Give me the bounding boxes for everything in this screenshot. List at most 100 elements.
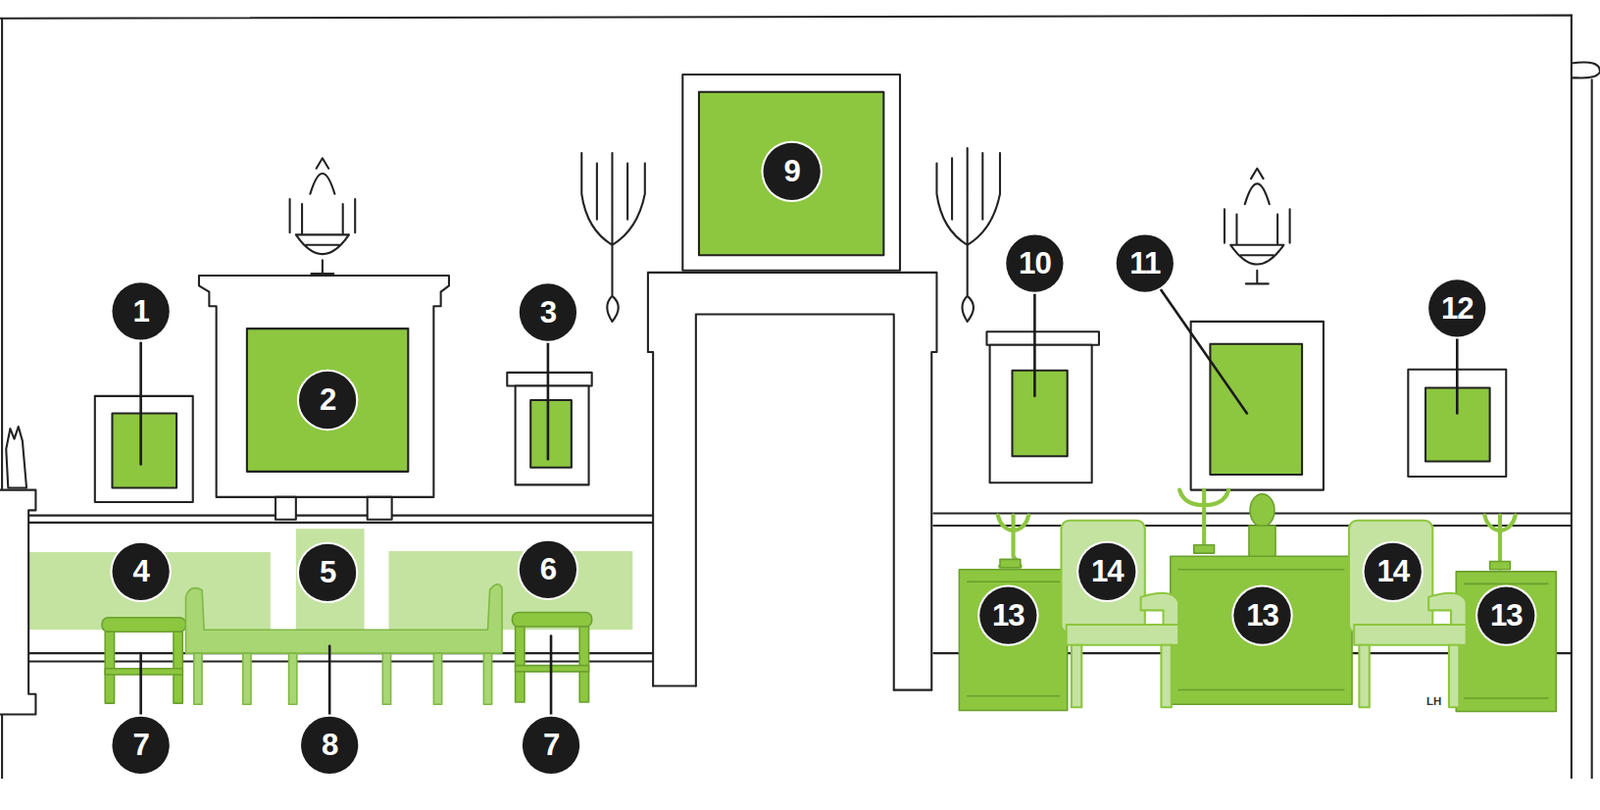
chair-seat [1353, 624, 1466, 646]
callout-number: 14 [1078, 543, 1136, 600]
painting [1209, 344, 1302, 475]
door-opening [696, 314, 895, 691]
elevation-stage: 12345678791011121314131413LH [0, 0, 1600, 779]
bust-base [1249, 525, 1276, 556]
pedestal [0, 490, 36, 715]
chair-seat [1066, 624, 1179, 646]
wainscot-panel [296, 528, 365, 630]
picture-frame [1191, 321, 1324, 491]
chair-back [1349, 520, 1433, 633]
mantel-bracket [275, 497, 297, 520]
stool-stretcher [104, 668, 183, 675]
cabinet [958, 555, 1556, 711]
painting [1011, 370, 1067, 456]
candelabra-base [1194, 545, 1215, 553]
baseboard [25, 652, 653, 661]
cabinet-body [958, 569, 1067, 711]
candelabra-base [1490, 560, 1511, 569]
leader-line [328, 646, 332, 717]
chandelier [290, 157, 356, 274]
room-elevation [0, 0, 1600, 779]
callout-number: 6 [519, 541, 577, 599]
stool-seat [101, 617, 186, 633]
callout-number: 11 [1116, 234, 1174, 292]
callout-number: 2 [299, 371, 356, 429]
callout-number: 4 [111, 543, 169, 600]
callout-number: 3 [519, 283, 577, 341]
chair-leg [1358, 645, 1369, 707]
callout-number: 12 [1428, 279, 1486, 337]
leader-line [547, 341, 550, 460]
door-sill [652, 685, 932, 690]
callout-number: 13 [1233, 586, 1291, 644]
wall-sconce [936, 148, 1000, 322]
artist-signature: LH [1426, 695, 1442, 707]
cabinet-detail [1464, 583, 1549, 699]
stool-leg [104, 631, 114, 703]
leader-lines [141, 285, 1458, 716]
bust-head [1250, 494, 1275, 527]
callout-number: 1 [111, 282, 169, 340]
chair-rail [25, 515, 653, 523]
leader-line [1157, 285, 1248, 413]
callout-number: 9 [763, 143, 821, 200]
candelabra-base [1000, 558, 1021, 567]
callout-number: 7 [111, 716, 169, 774]
callout-number: 7 [522, 716, 580, 774]
candelabra-arms [1179, 490, 1229, 551]
stool-leg [515, 626, 525, 702]
cabinet-detail [1178, 569, 1345, 691]
leader-line [1455, 336, 1459, 413]
chair-arm [1428, 593, 1467, 625]
picture-frame [515, 385, 590, 485]
chair-leg [1160, 645, 1171, 707]
door-frame [648, 272, 938, 691]
painting [530, 400, 572, 468]
chandelier [1224, 168, 1291, 285]
stool-seat [511, 611, 592, 627]
stool-leg [173, 631, 183, 703]
cabinet-detail [967, 581, 1060, 697]
ceiling-line [0, 15, 1572, 19]
leader-line [1033, 292, 1037, 397]
painting [699, 92, 884, 256]
overmantel-frame [199, 275, 450, 498]
armchair [1060, 520, 1466, 707]
frame-cornice [986, 331, 1099, 346]
statue [5, 426, 27, 488]
daybed-leg [433, 652, 442, 704]
picture-frame [95, 396, 194, 502]
right-pilaster [1571, 15, 1600, 779]
chair-leg [1449, 645, 1459, 707]
picture-frame [990, 345, 1093, 484]
chair-back [1060, 520, 1145, 633]
stool [101, 617, 186, 703]
cabinet-body [1170, 555, 1352, 704]
chair-leg [1071, 645, 1082, 707]
callout-number: 5 [299, 544, 356, 601]
daybed [185, 584, 502, 704]
picture-frame [682, 74, 900, 271]
daybed-leg [243, 652, 251, 704]
chair-arm [1141, 593, 1180, 625]
painting [111, 413, 177, 489]
candelabra-arms [1484, 515, 1515, 569]
callout-number: 10 [1005, 234, 1063, 292]
leader-line [550, 635, 553, 716]
callout-number: 8 [300, 716, 358, 774]
wainscot-panel [389, 550, 634, 630]
wall-sconce [581, 152, 646, 322]
daybed-leg [289, 652, 298, 704]
leader-line [139, 340, 143, 465]
daybed-leg [194, 652, 202, 704]
cabinet-body [1455, 571, 1556, 712]
painting [247, 328, 408, 472]
stool-leg [579, 626, 589, 702]
daybed-leg [382, 652, 391, 704]
leader-line [139, 652, 143, 717]
frame-cornice [506, 372, 592, 387]
callout-number: 13 [1477, 586, 1535, 644]
mantel-bracket [367, 497, 393, 520]
daybed-leg [483, 652, 492, 704]
callout-number: 13 [979, 586, 1037, 644]
